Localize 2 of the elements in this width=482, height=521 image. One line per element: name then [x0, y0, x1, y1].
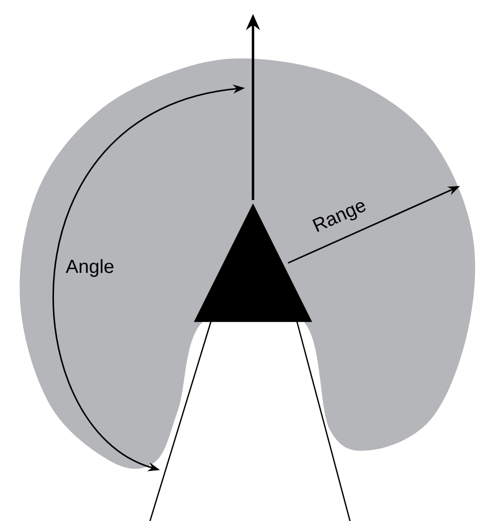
triangle-marker [194, 204, 312, 322]
dimension-label: Angle [66, 259, 114, 277]
